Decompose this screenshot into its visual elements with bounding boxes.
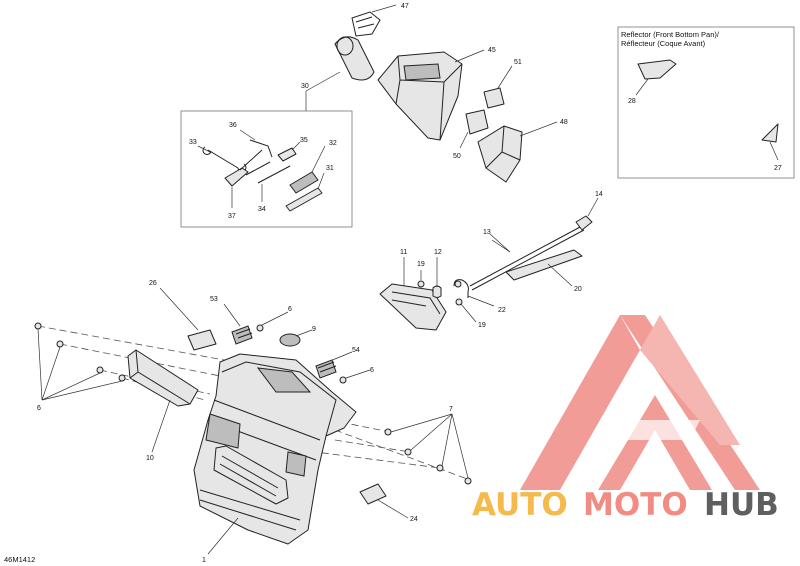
decal-54 — [315, 359, 337, 379]
rivet-6-1 — [34, 322, 42, 330]
callout-35: 35 — [300, 137, 308, 144]
connector-14 — [575, 215, 593, 231]
tool-bag-group: 47 — [305, 3, 409, 92]
reflector-27-part — [761, 123, 779, 143]
decal-24 — [359, 483, 387, 505]
callout-19b: 19 — [478, 322, 486, 329]
callout-30: 30 — [301, 83, 309, 90]
pad-51 — [483, 87, 505, 109]
callout-53: 53 — [210, 296, 218, 303]
tool-kit-box: 30 33 36 37 34 35 32 31 — [180, 83, 353, 228]
bracket-10 — [127, 349, 199, 407]
callout-36: 36 — [229, 122, 237, 129]
reflector-28-part — [637, 59, 677, 80]
drawing-code: 46M1412 — [4, 555, 35, 564]
strap-47 — [351, 11, 381, 37]
callout-22: 22 — [498, 307, 506, 314]
callout-6c: 6 — [37, 405, 41, 412]
watermark-hub: HUB — [704, 487, 779, 523]
callout-51: 51 — [514, 59, 522, 66]
watermark-auto: AUTO — [472, 487, 568, 523]
callout-48: 48 — [560, 119, 568, 126]
watermark-logo-mark — [520, 315, 760, 490]
rivet-7-4 — [464, 477, 472, 485]
callout-6b: 6 — [370, 367, 374, 374]
rivet-6-3 — [96, 366, 104, 374]
tool-bag-30 — [334, 36, 375, 81]
callout-33: 33 — [189, 139, 197, 146]
bit-35 — [277, 147, 297, 162]
inset-frame — [617, 26, 795, 179]
callout-54: 54 — [352, 347, 360, 354]
callout-13: 13 — [483, 229, 491, 236]
rivet-6-2 — [56, 340, 64, 348]
callout-10: 10 — [146, 455, 154, 462]
bracket-10-group: 10 — [127, 349, 199, 462]
extension-31 — [285, 187, 323, 212]
screw-6a — [256, 324, 264, 332]
callout-31: 31 — [326, 165, 334, 172]
rear-panel-group: 1 — [193, 353, 357, 564]
tool-kit-frame — [180, 110, 353, 228]
callout-14: 14 — [595, 191, 603, 198]
inset-title-line2: Réflecteur (Coque Avant) — [621, 39, 706, 48]
callout-50: 50 — [453, 153, 461, 160]
pad-50 — [465, 109, 489, 135]
callout-28: 28 — [628, 98, 636, 105]
tail-light-group: 11 12 19 19 22 13 14 20 — [379, 191, 603, 331]
brand-emblem-area — [213, 445, 289, 505]
rear-panel-1 — [193, 353, 357, 545]
socket-wire — [453, 279, 469, 298]
bulb-12 — [432, 285, 442, 298]
callout-24: 24 — [410, 516, 418, 523]
callout-6a: 6 — [288, 306, 292, 313]
callout-47: 47 — [401, 3, 409, 10]
harness-13 — [469, 225, 583, 287]
strip-20 — [505, 249, 583, 281]
reflector-inset: Reflector (Front Bottom Pan)/ Réflecteur… — [617, 26, 795, 179]
watermark-wordmark: AUTO MOTO HUB — [472, 487, 779, 523]
handle-32 — [289, 171, 319, 194]
screwdriver-34 — [257, 165, 291, 184]
callout-11: 11 — [400, 249, 407, 256]
decal-53 — [231, 325, 253, 345]
callout-26: 26 — [149, 280, 157, 287]
callout-20: 20 — [574, 286, 582, 293]
rivet-7-3 — [436, 464, 444, 472]
callout-1: 1 — [202, 557, 206, 564]
decal-26 — [187, 329, 217, 351]
rivet-7-2 — [404, 448, 412, 456]
callout-12: 12 — [434, 249, 442, 256]
rivet-6-4 — [118, 374, 126, 382]
screw-6b — [339, 376, 347, 384]
callout-19a: 19 — [417, 261, 425, 268]
callout-45: 45 — [488, 47, 496, 54]
rivet-7-1 — [384, 428, 392, 436]
storage-box-group: 45 51 50 48 — [377, 47, 568, 183]
callout-34: 34 — [258, 206, 266, 213]
allen-key-36 — [249, 139, 273, 158]
callout-27: 27 — [774, 165, 782, 172]
callout-7: 7 — [449, 406, 453, 413]
callout-9: 9 — [312, 326, 316, 333]
tool-37 — [224, 167, 249, 187]
grommet-19b — [455, 298, 463, 306]
grommet-19a — [417, 280, 425, 288]
wrench-33 — [202, 146, 247, 172]
inset-title-line1: Reflector (Front Bottom Pan)/ — [621, 30, 720, 39]
emblem-9 — [279, 333, 301, 347]
tail-light-11 — [379, 283, 447, 331]
callout-37: 37 — [228, 213, 236, 220]
decals-group: 26 53 6 9 54 6 24 — [149, 280, 418, 523]
watermark-moto: MOTO — [583, 487, 688, 523]
callout-32: 32 — [329, 140, 337, 147]
